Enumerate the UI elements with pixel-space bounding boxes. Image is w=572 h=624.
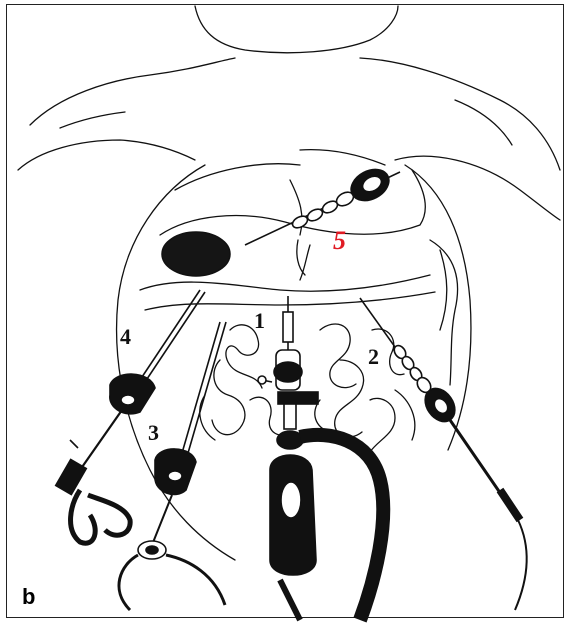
- right-shoulder: [360, 58, 560, 170]
- colon-outline: [140, 275, 430, 291]
- panel-label: b: [22, 586, 35, 608]
- port-5-instrument: [245, 163, 400, 245]
- left-shoulder: [30, 58, 235, 125]
- port-label-4: 4: [120, 326, 131, 348]
- right-arm: [395, 156, 560, 220]
- left-arm: [18, 140, 195, 170]
- head-outline: [195, 6, 398, 53]
- port-label-5: 5: [333, 228, 346, 254]
- port-2-instrument: [360, 298, 527, 610]
- port-label-1: 1: [254, 310, 265, 332]
- port-label-3: 3: [148, 422, 159, 444]
- port-1-camera: [258, 296, 383, 620]
- dark-oval: [162, 232, 230, 276]
- port-3-instrument: [119, 322, 226, 610]
- port-label-2: 2: [368, 346, 379, 368]
